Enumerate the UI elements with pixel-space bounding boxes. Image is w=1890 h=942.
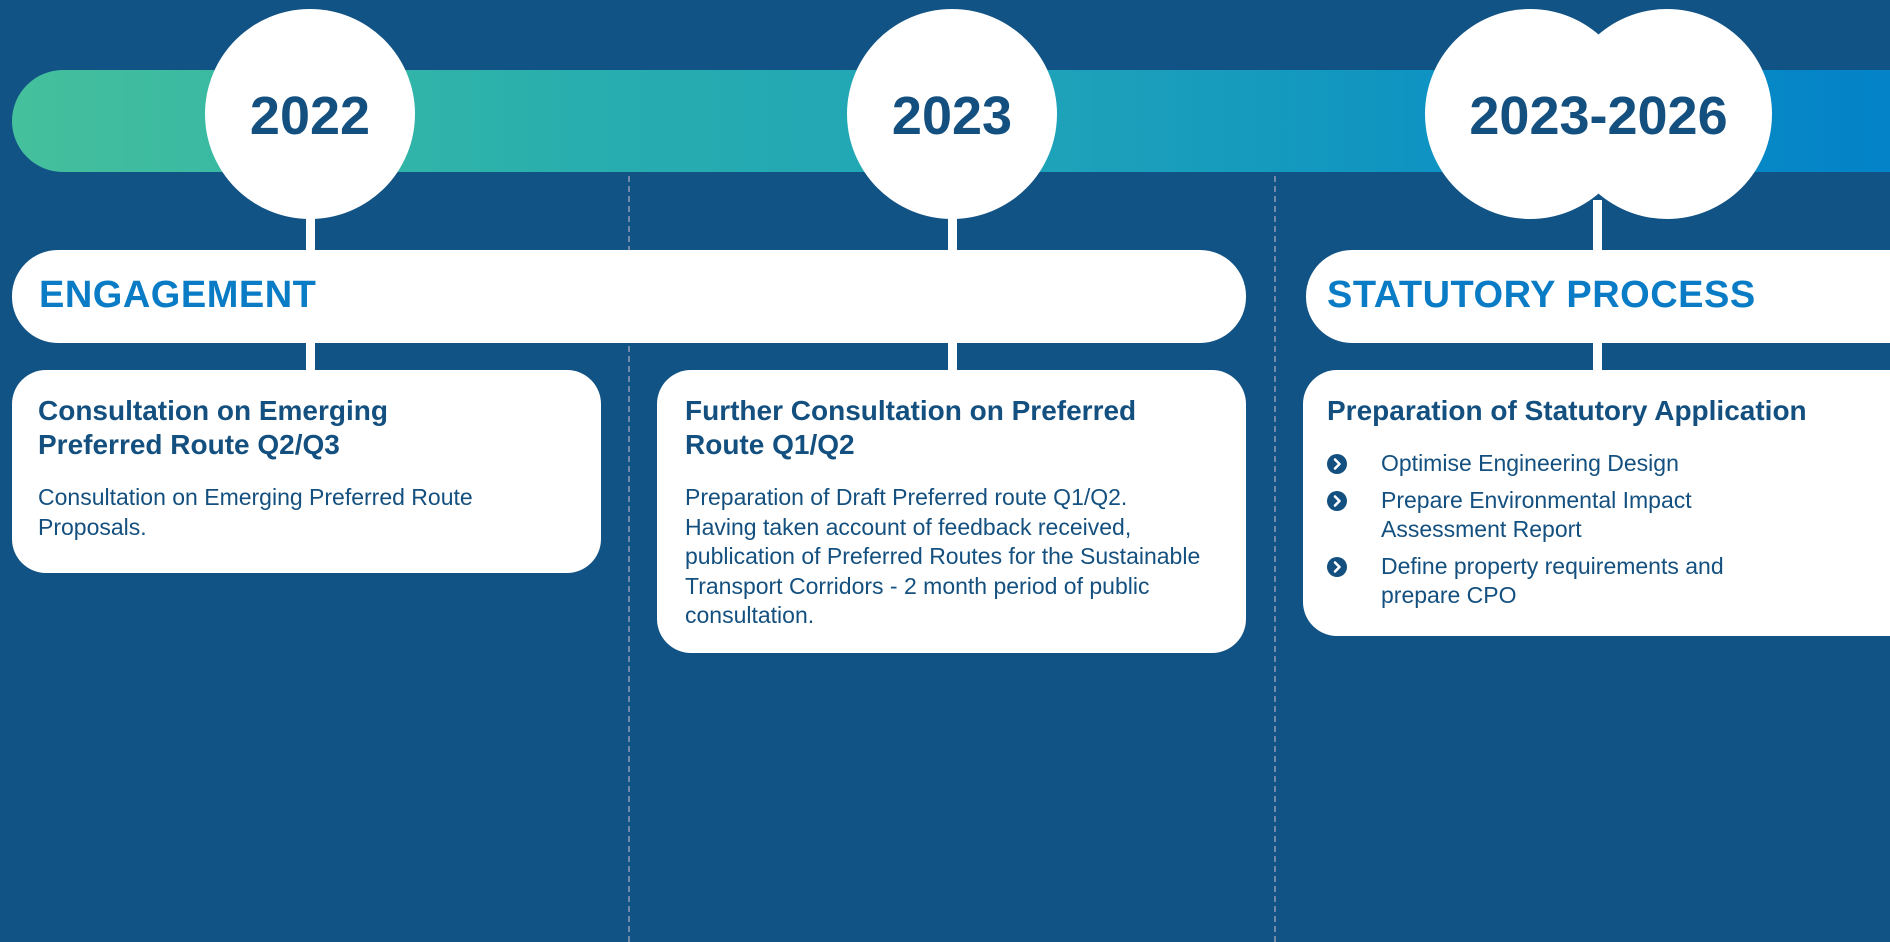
bullet-item: Define property requirements and prepare… bbox=[1327, 552, 1747, 611]
column-divider-1 bbox=[628, 176, 630, 942]
year-marker-2023-2026-right bbox=[1562, 9, 1772, 219]
column-divider-2 bbox=[1274, 176, 1276, 942]
chevron-circle-right-icon bbox=[1327, 556, 1347, 577]
phase-engagement-bar bbox=[12, 250, 1246, 343]
card-3-bullet-list: Optimise Engineering Design Prepare Envi… bbox=[1327, 449, 1747, 618]
phase-statutory-title: STATUTORY PROCESS bbox=[1327, 274, 1756, 316]
card-3-title: Preparation of Statutory Application bbox=[1327, 395, 1807, 426]
chevron-circle-right-icon bbox=[1327, 490, 1347, 511]
bullet-item: Optimise Engineering Design bbox=[1327, 449, 1747, 479]
bullet-text: Prepare Environmental Impact Assessment … bbox=[1381, 486, 1692, 543]
year-marker-2023 bbox=[847, 9, 1057, 219]
year-label-2022: 2022 bbox=[249, 86, 371, 146]
card-2-text: Preparation of Draft Preferred route Q1/… bbox=[685, 484, 1201, 628]
card-1-title: Consultation on Emerging Preferred Route… bbox=[38, 395, 388, 460]
chevron-circle-right-icon bbox=[1327, 454, 1347, 474]
card-1-text: Consultation on Emerging Preferred Route… bbox=[38, 484, 473, 540]
card-consultation-emerging-route bbox=[12, 370, 601, 573]
year-label-2023-2026: 2023-2026 bbox=[1469, 86, 1728, 146]
card-further-consultation bbox=[657, 370, 1246, 653]
bullet-text: Optimise Engineering Design bbox=[1381, 450, 1679, 476]
year-marker-2022 bbox=[205, 9, 415, 219]
card-statutory-application bbox=[1303, 370, 1890, 636]
phase-engagement-title: ENGAGEMENT bbox=[39, 274, 317, 316]
card-2-title: Further Consultation on Preferred Route … bbox=[685, 395, 1137, 460]
bullet-text: Define property requirements and prepare… bbox=[1381, 552, 1724, 609]
bullet-item: Prepare Environmental Impact Assessment … bbox=[1327, 486, 1747, 545]
phase-statutory-bar bbox=[1306, 250, 1890, 343]
year-label-2023: 2023 bbox=[891, 86, 1013, 146]
